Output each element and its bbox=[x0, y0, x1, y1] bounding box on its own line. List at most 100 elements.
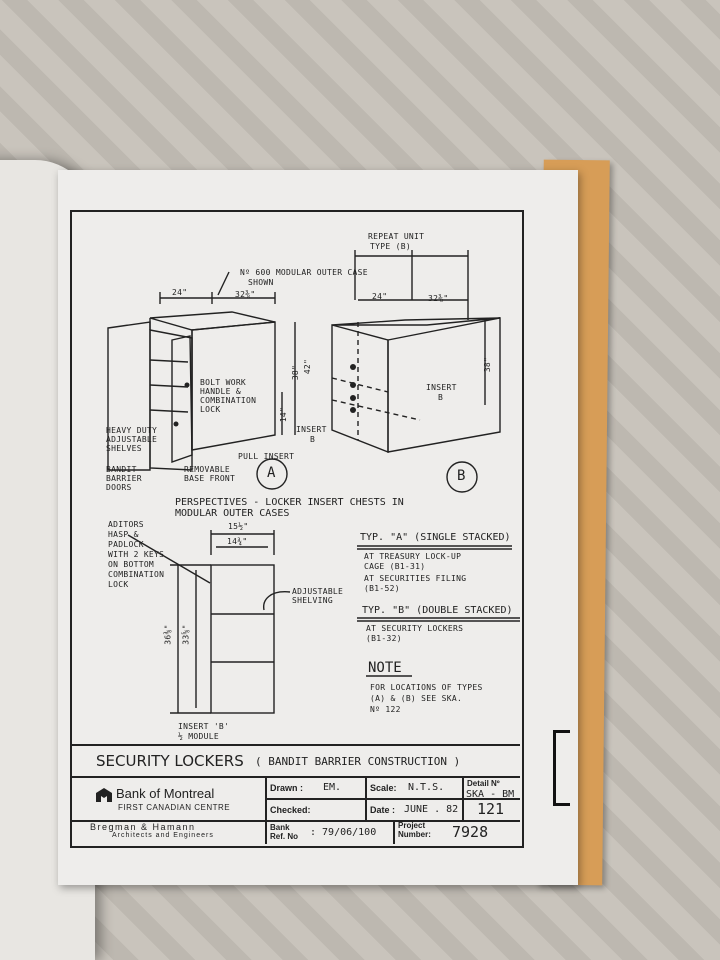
auditors-label-5: ON BOTTOM bbox=[108, 560, 155, 569]
auditors-label-3: PADLOCK bbox=[108, 540, 144, 549]
typ-a-line-2: CAGE (B1-31) bbox=[364, 562, 426, 571]
heavy-duty-label-2: ADJUSTABLE bbox=[106, 435, 158, 444]
insert-module-label: INSERT 'B' bbox=[178, 722, 230, 731]
typ-b-heading: TYP. "B" (DOUBLE STACKED) bbox=[362, 605, 513, 616]
bandit-label: BANDIT bbox=[106, 465, 137, 474]
case-a-top bbox=[149, 311, 276, 331]
project-label-2: Number: bbox=[398, 830, 431, 839]
heavy-duty-label-3: SHELVES bbox=[106, 444, 142, 453]
repeat-type-label: TYPE (B) bbox=[370, 242, 411, 251]
typ-b-line-2: (B1-32) bbox=[366, 634, 402, 643]
auditors-label: ADITORS bbox=[108, 520, 144, 529]
title-block-col-2 bbox=[365, 776, 367, 820]
dim-a-h3: 14" bbox=[279, 406, 289, 423]
dim-b-depth: 32⅜" bbox=[428, 294, 449, 303]
shelving-leader bbox=[263, 591, 291, 611]
case-b-front bbox=[331, 324, 389, 454]
note-heading: NOTE bbox=[368, 660, 402, 676]
dim-b-width: 24" bbox=[372, 292, 388, 301]
typ-a-heading: TYP. "A" (SINGLE STACKED) bbox=[360, 532, 511, 543]
door-a-left bbox=[107, 321, 151, 471]
removable-label-2: BASE FRONT bbox=[184, 474, 236, 483]
insert-module-label-2: ½ MODULE bbox=[178, 732, 219, 741]
typ-b-line-1: AT SECURITY LOCKERS bbox=[366, 624, 464, 633]
note-line-1: FOR LOCATIONS OF TYPES bbox=[370, 683, 483, 692]
bandit-label-3: DOORS bbox=[106, 483, 132, 492]
title-block-rule-3 bbox=[72, 820, 520, 822]
title-block-top-rule bbox=[72, 744, 520, 746]
typ-a-line-1: AT TREASURY LOCK-UP bbox=[364, 552, 462, 561]
perspectives-title-2: MODULAR OUTER CASES bbox=[175, 508, 290, 519]
bolt-work-label-3: COMBINATION bbox=[200, 396, 257, 405]
sheet-title: SECURITY LOCKERS bbox=[96, 752, 244, 770]
binder-clip bbox=[553, 730, 570, 806]
dim-a-depth: 32⅜" bbox=[235, 290, 256, 299]
typ-a-line-4: (B1-52) bbox=[364, 584, 400, 593]
title-block-col-4 bbox=[393, 820, 395, 844]
auditors-label-2: HASP & bbox=[108, 530, 139, 539]
dim-a-width: 24" bbox=[172, 288, 188, 297]
project-label: Project bbox=[398, 821, 426, 830]
insert-b-letter-right: B bbox=[438, 393, 444, 402]
insert-b-label-left: INSERT bbox=[296, 425, 327, 434]
bank-name: Bank of Montreal bbox=[116, 786, 215, 801]
drawn-value: EM. bbox=[323, 782, 342, 793]
bank-ref-value: : 79/06/100 bbox=[310, 827, 377, 838]
bank-ref-label: Bank bbox=[270, 823, 290, 832]
circle-a-letter: A bbox=[267, 465, 276, 481]
architects-name: Bregman & Hamann bbox=[90, 822, 196, 832]
circle-a bbox=[256, 458, 288, 490]
outer-case-label-2: SHOWN bbox=[248, 278, 274, 287]
dim-a-h2: 42" bbox=[303, 358, 313, 375]
bolt-work-label-2: HANDLE & bbox=[200, 387, 241, 396]
circle-b bbox=[446, 461, 478, 493]
door-a-right bbox=[171, 335, 193, 463]
insert-elevation bbox=[210, 564, 275, 714]
title-block-rule-1 bbox=[72, 776, 520, 778]
bolt-work-label-4: LOCK bbox=[200, 405, 221, 414]
drawing-border bbox=[70, 210, 524, 848]
sheet-subtitle: ( BANDIT BARRIER CONSTRUCTION ) bbox=[255, 755, 461, 768]
insert-b-letter-left: B bbox=[310, 435, 316, 444]
title-block-col-3 bbox=[462, 776, 464, 820]
case-b-top bbox=[331, 317, 501, 326]
scale-value: N.T.S. bbox=[408, 782, 445, 793]
detail-label: Detail Nº bbox=[467, 779, 500, 788]
detail-value: SKA - BM bbox=[466, 789, 515, 800]
auditors-label-7: LOCK bbox=[108, 580, 129, 589]
note-line-3: Nº 122 bbox=[370, 705, 401, 714]
repeat-unit-label: REPEAT UNIT bbox=[368, 232, 425, 241]
typ-a-line-3: AT SECURITIES FILING bbox=[364, 574, 467, 583]
dim-a-h1: 38" bbox=[291, 364, 301, 381]
checked-label: Checked: bbox=[270, 805, 311, 815]
dim-insert-inner: 14¾" bbox=[227, 537, 248, 546]
date-label: Date : bbox=[370, 805, 396, 815]
adj-shelving-label: ADJUSTABLE bbox=[292, 587, 344, 596]
dim-insert-h2: 33⅝" bbox=[181, 624, 191, 645]
dim-insert-h1: 36⅜" bbox=[163, 624, 173, 645]
bandit-label-2: BARRIER bbox=[106, 474, 142, 483]
note-line-2: (A) & (B) SEE SKA. bbox=[370, 694, 463, 703]
architects-sub: Architects and Engineers bbox=[112, 832, 214, 839]
bank-ref-label-2: Ref. No bbox=[270, 832, 298, 841]
adj-shelving-label-2: SHELVING bbox=[292, 596, 333, 605]
insert-a bbox=[149, 329, 193, 471]
bolt-work-label: BOLT WORK bbox=[200, 378, 247, 387]
insert-b-label-right: INSERT bbox=[426, 383, 457, 392]
pull-insert-label: PULL INSERT bbox=[238, 452, 295, 461]
date-value: JUNE . 82 bbox=[404, 804, 459, 815]
drawing-sheet bbox=[58, 170, 578, 885]
bank-centre: FIRST CANADIAN CENTRE bbox=[118, 803, 231, 812]
auditors-label-4: WITH 2 KEYS bbox=[108, 550, 165, 559]
removable-label: REMOVABLE bbox=[184, 465, 231, 474]
detail-number: 121 bbox=[477, 800, 505, 818]
scale-label: Scale: bbox=[370, 783, 397, 793]
project-value: 7928 bbox=[452, 823, 489, 841]
dim-b-h: 38" bbox=[483, 356, 493, 373]
outer-case-label: Nº 600 MODULAR OUTER CASE bbox=[240, 268, 368, 277]
heavy-duty-label: HEAVY DUTY bbox=[106, 426, 158, 435]
title-block-col-1 bbox=[265, 776, 267, 844]
auditors-label-6: COMBINATION bbox=[108, 570, 165, 579]
dim-insert-top: 15½" bbox=[228, 522, 249, 531]
